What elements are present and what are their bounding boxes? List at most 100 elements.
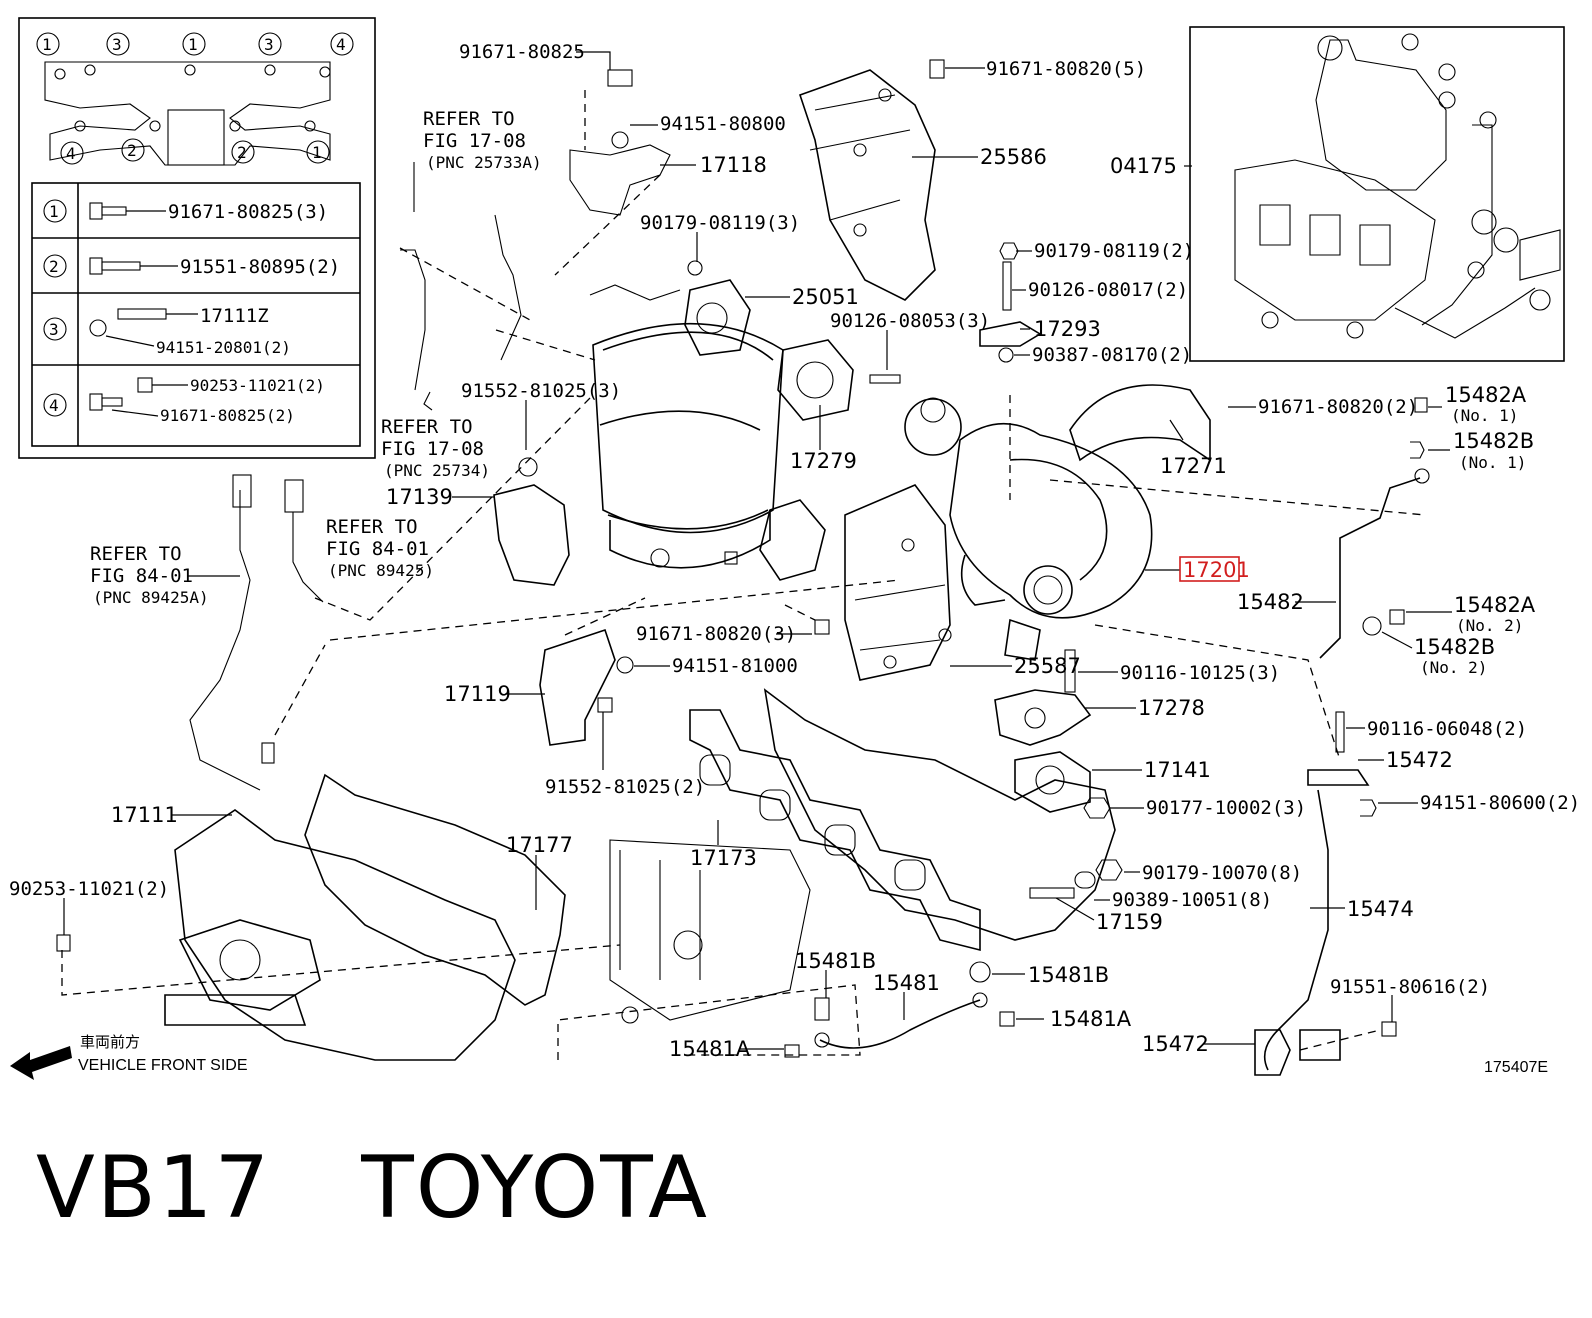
inset-assembly [1189, 26, 1565, 362]
label-17278: 17278 [1138, 696, 1205, 720]
vehicle-front-indicator: 車両前方 VEHICLE FRONT SIDE [10, 1033, 248, 1080]
ref-25733a: REFER TO FIG 17-08 (PNC 25733A) [423, 108, 542, 172]
row-3-part-b: 94151-20801(2) [156, 338, 291, 357]
label-17173: 17173 [690, 846, 757, 870]
inset-callout-numbers: 1 3 1 3 4 4 2 2 1 [36, 32, 354, 165]
label-15481b-left: 15481B [795, 949, 876, 973]
ref4-line1: REFER TO [90, 543, 182, 565]
label-15482b-no2-sub: (No. 2) [1420, 658, 1487, 677]
ref-25734: REFER TO FIG 17-08 (PNC 25734) [381, 416, 490, 480]
label-91671-80820-3: 91671-80820(3) [636, 623, 796, 645]
label-90179-10070-8: 90179-10070(8) [1142, 862, 1302, 884]
footer-brand: TOYOTA [361, 1138, 709, 1238]
row-4-part-a: 90253-11021(2) [190, 376, 325, 395]
highlight-17201 [1179, 556, 1240, 582]
row-1-part: 91671-80825(3) [168, 201, 328, 223]
label-90126-08017-2: 90126-08017(2) [1028, 279, 1188, 301]
inset-gasket-legend: 1 3 1 3 4 4 2 2 1 1 2 3 4 91671-80825(3)… [18, 17, 376, 459]
label-leaders [63, 51, 1452, 1050]
row-2-num: 2 [49, 257, 59, 276]
label-17271: 17271 [1160, 454, 1227, 478]
front-side-en: VEHICLE FRONT SIDE [78, 1057, 248, 1074]
label-25587: 25587 [1014, 654, 1081, 678]
label-90179-08119-2: 90179-08119(2) [1034, 240, 1194, 262]
label-90387-08170-2: 90387-08170(2) [1032, 344, 1192, 366]
inset-num-9: 1 [312, 143, 322, 162]
ref1-line1: REFER TO [423, 108, 515, 130]
inset-num-8: 2 [237, 143, 247, 162]
inset-num-7: 2 [127, 141, 137, 160]
row-2-part: 91551-80895(2) [180, 256, 340, 278]
label-15482: 15482 [1237, 590, 1304, 614]
label-15481b-right: 15481B [1028, 963, 1109, 987]
label-91552-81025-3: 91552-81025(3) [461, 380, 621, 402]
label-90253-11021-2: 90253-11021(2) [9, 878, 169, 900]
label-17118: 17118 [700, 153, 767, 177]
label-04175: 04175 [1110, 154, 1177, 178]
label-17119: 17119 [444, 682, 511, 706]
label-15482b-no1-sub: (No. 1) [1459, 453, 1526, 472]
row-3-part-a: 17111Z [200, 305, 269, 327]
label-15481a-left: 15481A [669, 1037, 751, 1061]
row-3-num: 3 [49, 320, 59, 339]
label-91671-80820-5: 91671-80820(5) [986, 58, 1146, 80]
label-94151-80600-2: 94151-80600(2) [1420, 792, 1580, 814]
label-15482a-no1-sub: (No. 1) [1451, 406, 1518, 425]
front-side-jp: 車両前方 [80, 1033, 140, 1051]
label-15472-top: 15472 [1386, 748, 1453, 772]
label-15482a-no2: 15482A [1454, 593, 1536, 617]
ref4-line2: FIG 84-01 [90, 565, 193, 587]
label-90177-10002-3: 90177-10002(3) [1146, 797, 1306, 819]
label-17159: 17159 [1096, 910, 1163, 934]
label-17177: 17177 [506, 833, 573, 857]
inset-num-4: 3 [264, 35, 274, 54]
row-1-num: 1 [49, 202, 59, 221]
label-90126-08053-3: 90126-08053(3) [830, 310, 990, 332]
label-17293: 17293 [1034, 317, 1101, 341]
label-15474: 15474 [1347, 897, 1414, 921]
inset-num-3: 1 [188, 35, 198, 54]
label-90116-06048-2: 90116-06048(2) [1367, 718, 1527, 740]
footer-model: VB17 [36, 1138, 272, 1238]
dashed-leaders [61, 90, 1426, 1060]
label-90116-10125-3: 90116-10125(3) [1120, 662, 1280, 684]
label-17139: 17139 [386, 485, 453, 509]
label-15482a-no2-sub: (No. 2) [1456, 616, 1523, 635]
inset-num-6: 4 [66, 144, 76, 163]
label-94151-81000: 94151-81000 [672, 655, 798, 677]
label-91551-80616-2: 91551-80616(2) [1330, 976, 1490, 998]
label-15481: 15481 [873, 971, 940, 995]
label-91671-80825: 91671-80825 [459, 41, 585, 63]
label-90389-10051-8: 90389-10051(8) [1112, 889, 1272, 911]
ref1-line3: (PNC 25733A) [426, 153, 542, 172]
ref2-line2: FIG 17-08 [381, 438, 484, 460]
ref2-line3: (PNC 25734) [384, 461, 490, 480]
label-15472-bottom: 15472 [1142, 1032, 1209, 1056]
part-labels: 91671-80825 94151-80800 17118 90179-0811… [9, 41, 1580, 1061]
label-94151-80800: 94151-80800 [660, 113, 786, 135]
ref3-line3: (PNC 89425) [328, 561, 434, 580]
label-25051: 25051 [792, 285, 859, 309]
inset-num-2: 3 [112, 35, 122, 54]
label-15482b-no2: 15482B [1414, 635, 1495, 659]
label-25586: 25586 [980, 145, 1047, 169]
label-91671-80820-2: 91671-80820(2) [1258, 396, 1418, 418]
row-4-part-b: 91671-80825(2) [160, 406, 295, 425]
label-17141: 17141 [1144, 758, 1211, 782]
row-4-num: 4 [49, 396, 59, 415]
inset-num-5: 4 [336, 35, 346, 54]
arrow-left-icon [10, 1046, 72, 1080]
ref1-line2: FIG 17-08 [423, 130, 526, 152]
label-15481a-right: 15481A [1050, 1007, 1132, 1031]
ref4-line3: (PNC 89425A) [93, 588, 209, 607]
ref3-line1: REFER TO [326, 516, 418, 538]
inset-num-1: 1 [42, 35, 52, 54]
label-17279: 17279 [790, 449, 857, 473]
label-90179-08119-3: 90179-08119(3) [640, 212, 800, 234]
label-17111: 17111 [111, 803, 178, 827]
ref-89425a: REFER TO FIG 84-01 (PNC 89425A) [90, 543, 240, 607]
ref3-line2: FIG 84-01 [326, 538, 429, 560]
label-17201: 17201 [1183, 558, 1250, 582]
label-15482b-no1: 15482B [1453, 429, 1534, 453]
